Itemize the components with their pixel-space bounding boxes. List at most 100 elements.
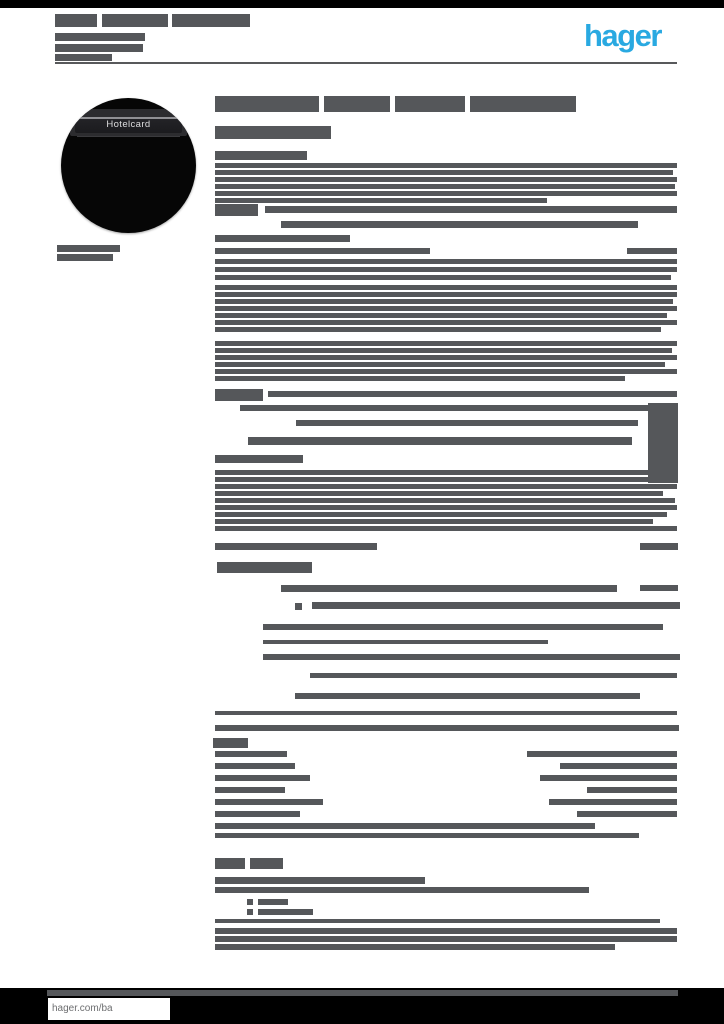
- body-redacted-line: [265, 206, 667, 213]
- body-redacted-line: [560, 763, 677, 769]
- body-redacted-line: [215, 858, 245, 869]
- body-redacted-line: [295, 693, 640, 699]
- body-redacted-line: [215, 126, 331, 139]
- product_caption-redacted-line: [57, 254, 113, 261]
- body-redacted-line: [217, 562, 312, 573]
- body-redacted-line: [215, 259, 677, 264]
- body-redacted-line: [215, 191, 677, 196]
- body-redacted-line: [587, 787, 677, 793]
- body-redacted-line: [215, 248, 430, 254]
- body-redacted-line: [324, 96, 390, 112]
- header-redacted-line: [55, 44, 143, 52]
- body-redacted-line: [215, 799, 323, 805]
- body-redacted-line: [215, 498, 675, 503]
- body-redacted-line: [215, 751, 287, 757]
- body-redacted-line: [215, 919, 660, 923]
- body-redacted-line: [640, 206, 677, 213]
- body-redacted-line: [215, 389, 263, 401]
- body-redacted-line: [281, 221, 638, 228]
- body-redacted-line: [215, 313, 667, 318]
- header-redacted-line: [55, 33, 145, 41]
- body-redacted-line: [395, 96, 465, 112]
- hotelcard-slot: Hotelcard: [75, 117, 182, 133]
- page-top-border: [0, 0, 724, 8]
- product_caption-redacted-line: [57, 245, 120, 252]
- body-redacted-line: [263, 654, 680, 660]
- body-redacted-line: [215, 477, 670, 482]
- body-redacted-line: [215, 484, 677, 489]
- body-redacted-line: [215, 928, 677, 934]
- body-redacted-line: [215, 151, 307, 160]
- body-redacted-line: [640, 543, 678, 550]
- body-redacted-line: [248, 437, 632, 445]
- hotelcard-slot-label: Hotelcard: [106, 119, 151, 131]
- body-redacted-line: [215, 96, 319, 112]
- body-redacted-line: [215, 204, 258, 216]
- body-redacted-line: [215, 198, 547, 203]
- body-redacted-line: [215, 285, 677, 290]
- body-redacted-line: [215, 887, 589, 893]
- body-redacted-line: [215, 491, 663, 496]
- body-redacted-line: [263, 624, 663, 630]
- body-redacted-line: [215, 543, 377, 550]
- body-bullet-square: [247, 899, 253, 905]
- body-redacted-line: [215, 787, 285, 793]
- footer-divider: [47, 990, 678, 996]
- body-redacted-line: [258, 909, 313, 915]
- body-redacted-line: [215, 292, 677, 297]
- body-redacted-line: [215, 725, 679, 731]
- body-redacted-line: [527, 751, 677, 757]
- body-redacted-line: [215, 369, 677, 374]
- body-redacted-line: [281, 585, 617, 592]
- body-redacted-line: [312, 602, 680, 609]
- body-redacted-line: [215, 512, 667, 517]
- body-redacted-line: [215, 177, 677, 182]
- body-redacted-line: [648, 403, 678, 483]
- body-redacted-line: [215, 184, 675, 189]
- body-bullet-square: [247, 909, 253, 915]
- body-redacted-line: [215, 936, 677, 942]
- body-redacted-line: [470, 96, 576, 112]
- body-redacted-line: [577, 811, 677, 817]
- body-redacted-line: [549, 799, 677, 805]
- body-redacted-line: [215, 235, 350, 242]
- body-redacted-line: [250, 858, 283, 869]
- body-redacted-line: [215, 823, 595, 829]
- body-redacted-line: [215, 811, 300, 817]
- body-redacted-line: [215, 348, 672, 353]
- body-redacted-line: [215, 763, 295, 769]
- product-photo-hotelcard-switch: Hotelcard: [61, 98, 196, 233]
- hager-logo: hager: [584, 18, 662, 53]
- body-redacted-line: [215, 376, 625, 381]
- body-redacted-line: [215, 306, 677, 311]
- body-redacted-line: [215, 267, 677, 272]
- body-redacted-line: [310, 673, 677, 678]
- body-redacted-line: [258, 899, 288, 905]
- body-redacted-line: [296, 420, 638, 426]
- body-redacted-line: [540, 775, 677, 781]
- body-redacted-line: [627, 248, 677, 254]
- body-redacted-line: [268, 391, 677, 397]
- hager-link[interactable]: hager.com/ba: [48, 998, 170, 1020]
- body-redacted-line: [215, 775, 310, 781]
- hager-link-label: hager.com/ba: [52, 1003, 113, 1014]
- slot-underline: [77, 136, 180, 137]
- body-redacted-line: [215, 877, 425, 884]
- body-redacted-line: [213, 738, 248, 748]
- body-bullet-square: [295, 603, 302, 610]
- body-redacted-line: [215, 341, 677, 346]
- body-redacted-line: [215, 355, 677, 360]
- header-redacted-line: [102, 14, 168, 27]
- body-redacted-line: [263, 640, 548, 644]
- body-redacted-line: [215, 362, 665, 367]
- body-redacted-line: [215, 505, 677, 510]
- body-redacted-line: [215, 299, 673, 304]
- body-redacted-line: [215, 833, 639, 838]
- body-redacted-line: [215, 327, 661, 332]
- body-redacted-line: [215, 519, 653, 524]
- body-redacted-line: [215, 526, 677, 531]
- header-redacted-line: [172, 14, 250, 27]
- body-redacted-line: [240, 405, 648, 411]
- body-redacted-line: [215, 163, 677, 168]
